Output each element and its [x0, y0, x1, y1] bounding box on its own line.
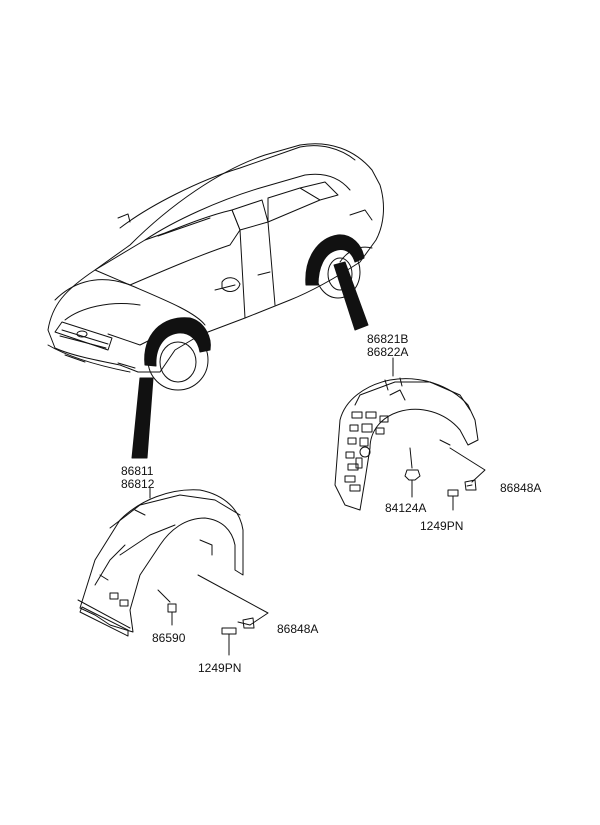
- front-pointer: [131, 377, 154, 459]
- rear-leaders: [392, 357, 486, 487]
- label-86590: 86590: [152, 631, 186, 645]
- front-bolt-icon: [221, 627, 237, 656]
- front-clip-icon: [242, 617, 255, 629]
- rear-wheel-guard: [334, 377, 479, 511]
- label-86812: 86812: [121, 477, 155, 491]
- label-front-86848A: 86848A: [277, 622, 318, 636]
- label-84124A: 84124A: [385, 501, 426, 515]
- rear-clip-icon: [464, 479, 477, 491]
- front-wheel-guard: [77, 489, 244, 637]
- label-front-1249PN: 1249PN: [198, 661, 241, 675]
- label-rear-1249PN: 1249PN: [420, 519, 463, 533]
- label-86811: 86811: [121, 464, 154, 478]
- label-rear-86848A: 86848A: [500, 481, 541, 495]
- rear-nut-icon: [404, 469, 421, 498]
- front-screw-icon: [167, 603, 177, 626]
- rear-pointer: [333, 261, 369, 331]
- car-illustration: [47, 143, 384, 391]
- label-86822A: 86822A: [367, 345, 408, 359]
- rear-bolt-icon: [447, 489, 459, 511]
- label-86821B: 86821B: [367, 332, 408, 346]
- rear-liner-highlight: [305, 234, 365, 286]
- front-liner-highlight: [144, 317, 211, 367]
- front-leaders: [149, 487, 269, 626]
